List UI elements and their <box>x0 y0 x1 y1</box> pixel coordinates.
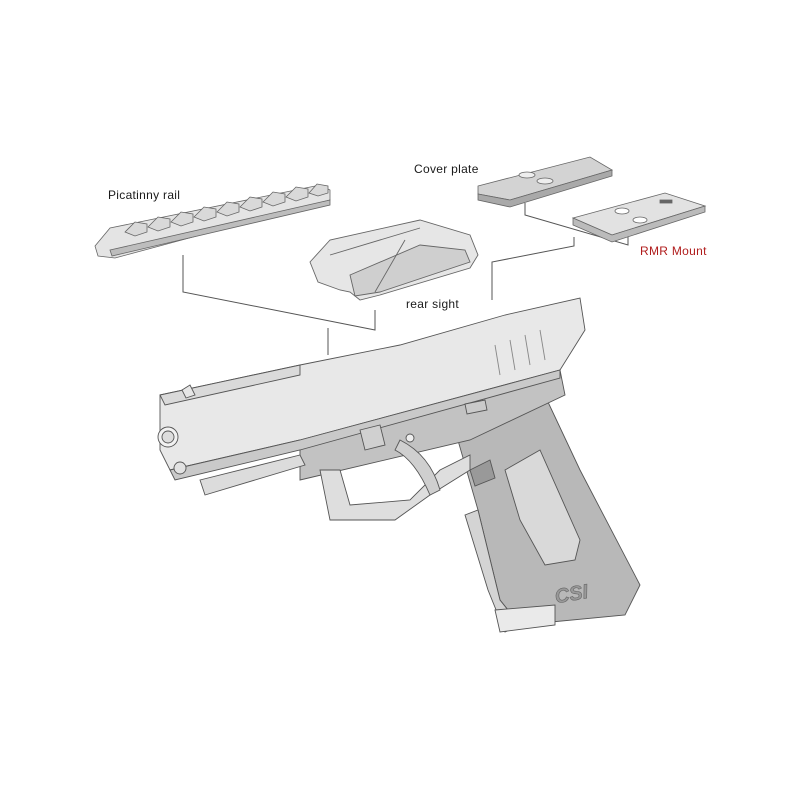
picatinny-rail-part <box>94 183 331 259</box>
rmr-mount-part <box>571 192 707 243</box>
cover-plate-part <box>477 156 613 208</box>
rear-sight-part <box>309 219 479 301</box>
label-picatinny-rail: Picatinny rail <box>108 188 181 202</box>
label-cover-plate: Cover plate <box>414 162 479 176</box>
leader-rail <box>182 255 376 331</box>
pistol-body <box>157 297 641 633</box>
leader-rmr-to-gun <box>491 237 575 300</box>
label-rmr-mount: RMR Mount <box>640 244 707 258</box>
label-rear-sight: rear sight <box>406 297 460 311</box>
leader-lines <box>182 203 629 355</box>
